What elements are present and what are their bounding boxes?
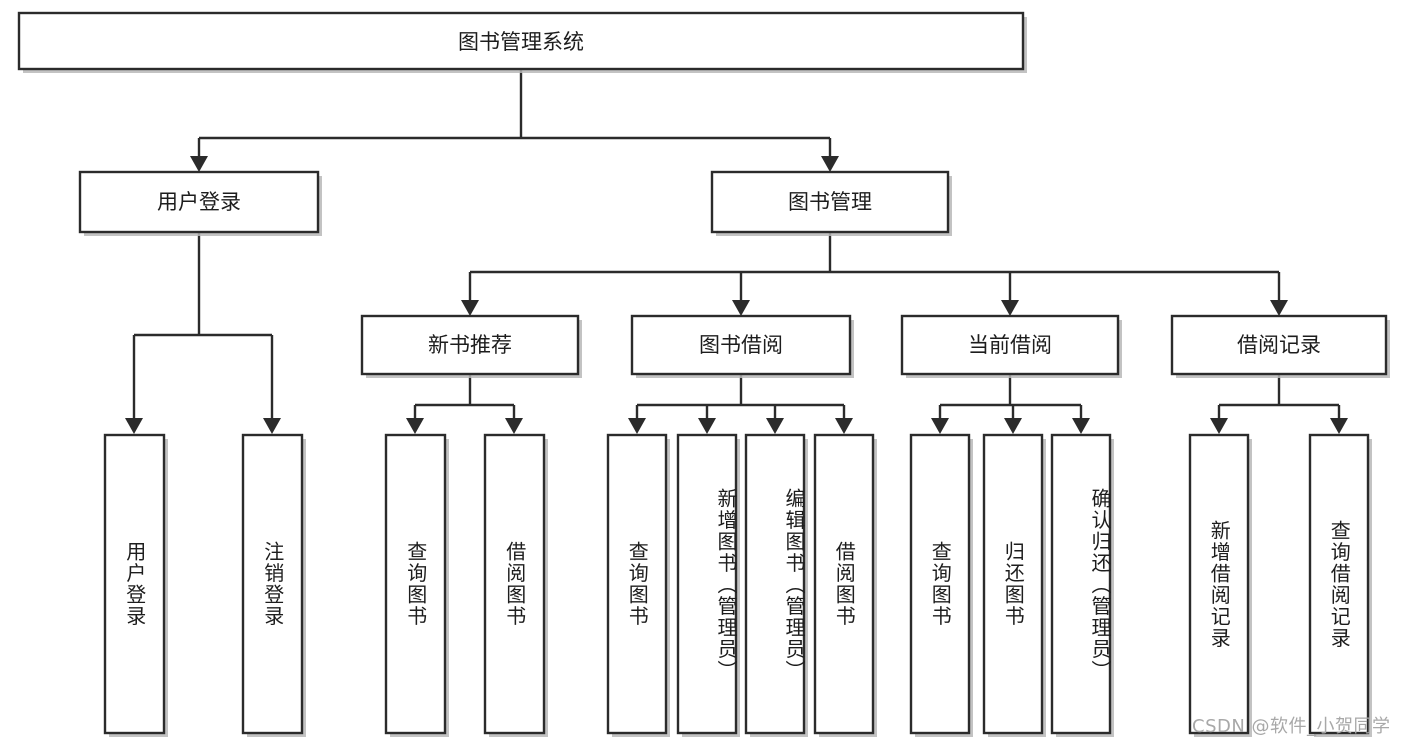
connector-current-to-leaves bbox=[931, 374, 1090, 434]
leaf-node-add-borrow-record[interactable] bbox=[1188, 433, 1252, 737]
node-current-borrow[interactable]: 当前借阅 bbox=[900, 314, 1122, 378]
node-root[interactable]: 图书管理系统 bbox=[17, 11, 1027, 73]
leaf-node-query-book-new[interactable] bbox=[384, 433, 449, 737]
node-borrow-records-label: 借阅记录 bbox=[1237, 333, 1321, 357]
connector-newbook-to-leaves bbox=[406, 374, 523, 434]
node-root-label: 图书管理系统 bbox=[458, 30, 584, 54]
connector-root-to-level2 bbox=[190, 69, 839, 172]
node-book-borrow-label: 图书借阅 bbox=[699, 333, 783, 357]
connector-layer bbox=[125, 69, 1348, 434]
node-borrow-records[interactable]: 借阅记录 bbox=[1170, 314, 1390, 378]
leaf-node-borrow-book-new[interactable] bbox=[483, 433, 548, 737]
csdn-watermark: CSDN @软件_小贺同学 bbox=[1192, 716, 1391, 737]
leaf-node-query-book-current[interactable] bbox=[909, 433, 973, 737]
leaf-node-return-book[interactable] bbox=[982, 433, 1046, 737]
connector-user-login-to-leaves bbox=[125, 232, 281, 434]
leaf-node-query-borrow-record[interactable] bbox=[1308, 433, 1372, 737]
connector-records-to-leaves bbox=[1210, 374, 1348, 434]
leaf-node-edit-book-admin[interactable] bbox=[744, 433, 808, 737]
node-new-book-recommend-label: 新书推荐 bbox=[428, 333, 512, 357]
leaf-node-add-book-admin[interactable] bbox=[676, 433, 740, 737]
leaf-node-logout[interactable] bbox=[241, 433, 306, 737]
node-user-login[interactable]: 用户登录 bbox=[78, 170, 322, 236]
node-book-management[interactable]: 图书管理 bbox=[710, 170, 952, 236]
node-book-management-label: 图书管理 bbox=[788, 190, 872, 214]
connector-book-mgmt-to-level3 bbox=[461, 232, 1288, 316]
node-book-borrow[interactable]: 图书借阅 bbox=[630, 314, 854, 378]
leaf-node-confirm-return-admin[interactable] bbox=[1050, 433, 1114, 737]
leaf-node-borrow-book[interactable] bbox=[813, 433, 877, 737]
leaf-node-query-book-borrow[interactable] bbox=[606, 433, 670, 737]
leaf-node-user-login[interactable] bbox=[103, 433, 168, 737]
leaf-box-layer bbox=[103, 433, 1372, 737]
connector-borrow-to-leaves bbox=[628, 374, 853, 434]
node-user-login-label: 用户登录 bbox=[157, 190, 241, 214]
node-current-borrow-label: 当前借阅 bbox=[968, 333, 1052, 357]
node-new-book-recommend[interactable]: 新书推荐 bbox=[360, 314, 582, 378]
